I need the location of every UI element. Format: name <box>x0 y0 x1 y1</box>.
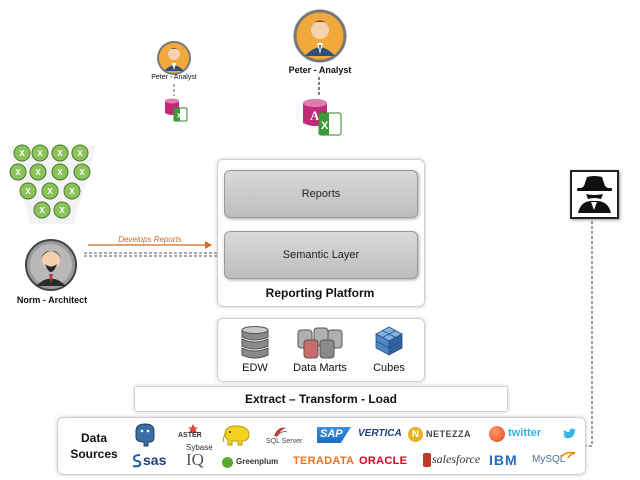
sybase-iq-logo: Sybase IQ <box>184 443 218 471</box>
semantic-layer-label: Semantic Layer <box>282 249 360 261</box>
semantic-layer-box[interactable]: Semantic Layer <box>224 231 418 279</box>
cubes-label: Cubes <box>373 362 405 374</box>
oracle-text: ORACLE <box>359 455 408 467</box>
sas-logo: sas <box>132 452 178 470</box>
salesforce-logo: salesforce <box>423 452 483 470</box>
access-excel-small-icon: X <box>163 97 189 123</box>
teradata-text: TERADATA <box>293 455 355 467</box>
postgresql-elephant-icon <box>132 423 158 447</box>
mysql-text: MySQL <box>532 454 566 465</box>
twitter-bird-icon <box>563 428 576 439</box>
architect-avatar <box>24 238 78 292</box>
access-excel-large-icon: A X <box>301 97 345 137</box>
mysql-logo: MySQL <box>530 451 580 469</box>
ibm-logo: IBM <box>489 452 525 468</box>
data-marts-label: Data Marts <box>293 362 347 374</box>
twitter-logo: twitter <box>508 427 578 443</box>
vertica-text: VERTICA <box>358 428 402 439</box>
hadoop-elephant-icon <box>222 424 252 446</box>
person-icon <box>25 239 77 291</box>
data-sources-title-line1: Data <box>80 431 107 445</box>
salesforce-text: salesforce <box>432 452 481 466</box>
analyst-small-label: Peter - Analyst <box>151 74 197 81</box>
analyst-small-avatar <box>156 40 192 76</box>
architect-label: Norm - Architect <box>16 295 88 305</box>
svg-text:X: X <box>37 149 43 158</box>
svg-text:X: X <box>59 206 65 215</box>
sql-server-logo: SQL Server <box>266 426 306 448</box>
greenplum-logo: Greenplum <box>222 456 284 470</box>
vertica-logo: VERTICA <box>358 428 402 442</box>
reports-label: Reports <box>301 188 341 200</box>
aster-logo: ASTER <box>178 422 208 442</box>
edw-label: EDW <box>242 362 268 374</box>
analyst-large-label: Peter - Analyst <box>288 65 352 75</box>
sap-text: SAP <box>320 428 343 440</box>
svg-text:X: X <box>47 187 53 196</box>
svg-text:X: X <box>19 149 25 158</box>
excel-cluster-icon: X X X X X X X X X X X X X <box>8 144 96 224</box>
svg-text:X: X <box>321 120 329 132</box>
svg-text:X: X <box>77 149 83 158</box>
twitter-text: twitter <box>508 427 541 439</box>
spy-icon <box>570 170 619 219</box>
greenplum-text: Greenplum <box>236 457 279 466</box>
netezza-text: NETEZZA <box>426 429 471 439</box>
salesforce-icon <box>423 453 431 467</box>
reports-box[interactable]: Reports <box>224 170 418 218</box>
etl-bar: Extract – Transform - Load <box>134 386 508 412</box>
sybase-text: Sybase <box>186 443 213 452</box>
reporting-platform-title: Reporting Platform <box>265 286 375 300</box>
data-sources-title-line2: Sources <box>70 447 118 461</box>
sql-server-text: SQL Server <box>266 438 303 445</box>
arrowhead <box>205 241 212 249</box>
develops-reports-label: Develops Reports <box>118 235 182 244</box>
person-icon <box>157 41 191 75</box>
svg-text:X: X <box>39 206 45 215</box>
analyst-large-avatar <box>292 8 348 64</box>
data-sources-title: Data Sources <box>66 430 122 462</box>
greenplum-icon <box>222 457 233 468</box>
svg-text:X: X <box>69 187 75 196</box>
data-marts-icon <box>296 326 344 360</box>
edw-icon <box>240 325 270 359</box>
netezza-n-icon: N <box>408 427 423 442</box>
svg-text:X: X <box>57 168 63 177</box>
teradata-logo: TERADATA <box>293 455 355 469</box>
mysql-dolphin-icon <box>560 451 576 459</box>
svg-text:X: X <box>25 187 31 196</box>
netezza-logo: N NETEZZA <box>408 427 484 443</box>
svg-text:X: X <box>177 113 182 120</box>
svg-text:X: X <box>79 168 85 177</box>
svg-text:X: X <box>35 168 41 177</box>
sas-text: sas <box>143 452 167 468</box>
excel-reports-cluster: X X X X X X X X X X X X X <box>4 140 100 226</box>
aster-text: ASTER <box>178 432 202 439</box>
cubes-icon <box>374 325 404 357</box>
svg-text:X: X <box>15 168 21 177</box>
person-icon <box>293 9 347 63</box>
iq-text: IQ <box>186 450 204 469</box>
firefox-like-icon <box>489 426 505 442</box>
etl-label: Extract – Transform - Load <box>244 392 398 406</box>
svg-text:X: X <box>57 149 63 158</box>
oracle-logo: ORACLE <box>359 455 417 469</box>
ibm-text: IBM <box>489 452 518 468</box>
sap-logo: SAP <box>317 427 351 443</box>
svg-text:A: A <box>310 108 320 123</box>
